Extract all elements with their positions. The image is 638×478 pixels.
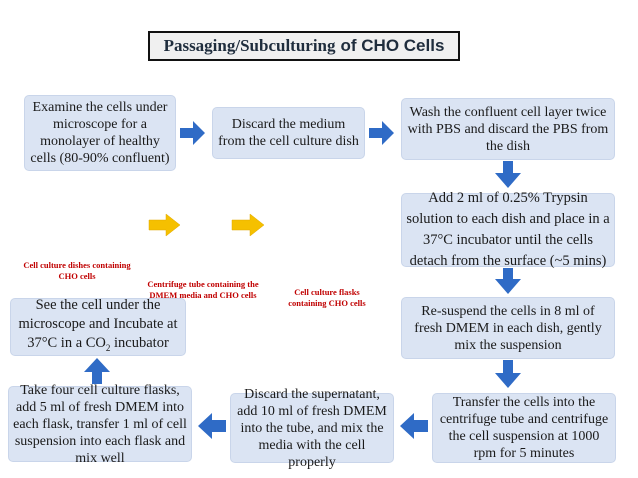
- arrow-right-1-icon: [180, 121, 205, 145]
- title-part1: Passaging/Subculturing: [163, 36, 336, 55]
- title-part2: of CHO Cells: [340, 36, 445, 55]
- caption-culture-dishes: Cell culture dishes containing CHO cells: [23, 260, 131, 281]
- step-resuspend: Re-suspend the cells in 8 ml of fresh DM…: [401, 297, 615, 359]
- arrow-down-2-icon: [495, 268, 521, 294]
- step-incubate: See the cell under the microscope and In…: [10, 297, 186, 356]
- arrow-up-icon: [84, 358, 110, 384]
- step-add-trypsin: Add 2 ml of 0.25% Trypsin solution to ea…: [401, 190, 615, 269]
- caption-centrifuge-tube: Centrifuge tube containing the DMEM medi…: [147, 279, 259, 300]
- small-arrow-1-icon: [148, 213, 181, 237]
- step-incubate-text: See the cell under the microscope and In…: [18, 297, 178, 353]
- caption-culture-flasks: Cell culture flasks containing CHO cells: [288, 287, 366, 308]
- step-examine-cells: Examine the cells under microscope for a…: [24, 95, 176, 171]
- arrow-left-2-icon: [198, 413, 226, 439]
- arrow-right-2-icon: [369, 121, 394, 145]
- arrow-down-1-icon: [495, 161, 521, 188]
- step-seed-flasks: Take four cell culture flasks, add 5 ml …: [8, 383, 192, 466]
- step-wash-pbs: Wash the confluent cell layer twice with…: [401, 98, 615, 160]
- small-arrow-2-icon: [231, 213, 265, 237]
- step-discard-medium: Discard the medium from the cell culture…: [212, 107, 365, 159]
- arrow-down-3-icon: [495, 360, 521, 388]
- step-transfer-centrifuge: Transfer the cells into the centrifuge t…: [432, 393, 616, 463]
- arrow-left-1-icon: [400, 413, 428, 439]
- diagram-title: Passaging/Subculturing of CHO Cells: [148, 31, 460, 61]
